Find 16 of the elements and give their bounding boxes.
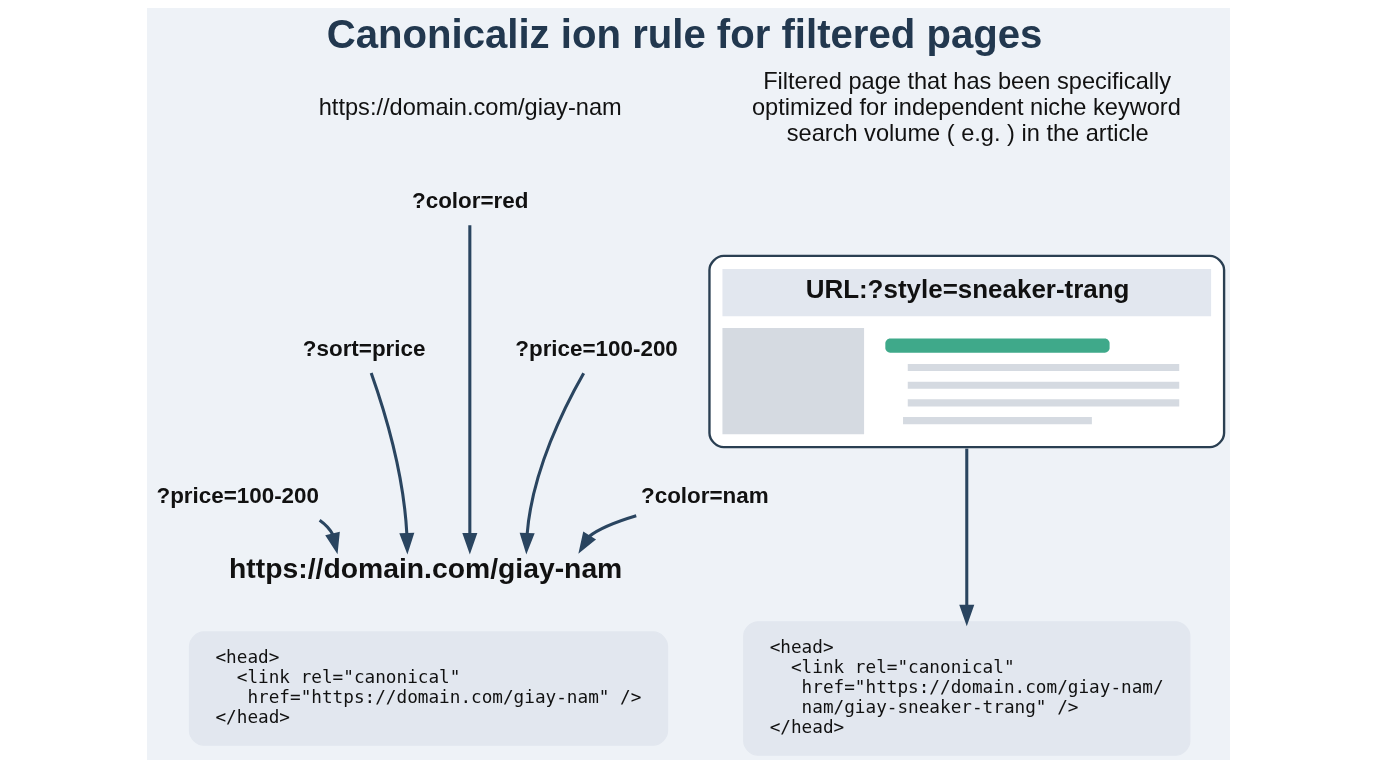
diagram-title: Canonicaliz ion rule for filtered pages [326, 12, 1042, 58]
node-box: <head> <link rel="canonical" href="https://domain.com/giay-nam/ nam/giay-sneaker-trang" /> </head> [742, 621, 1190, 756]
node-text: ?price=100-200 [155, 483, 319, 509]
arrow [318, 519, 340, 555]
arrow [461, 225, 477, 555]
node-text: ?price=100-200 [514, 335, 678, 361]
arrow [519, 372, 585, 555]
arrow [369, 372, 414, 555]
arrow [577, 514, 637, 554]
label: https://domain.com/giay-nam [318, 94, 622, 121]
node-text: ?color=nam [640, 483, 769, 509]
node-text: ?sort=price [302, 335, 425, 361]
node-text: https://domain.com/giay-nam [228, 552, 622, 585]
label: Filtered page that has been specifically optimized for independent niche keyword search volume ( e.g. ) in the article [751, 68, 1181, 147]
arrow [958, 448, 974, 627]
node-text: ?color=red [411, 188, 528, 214]
